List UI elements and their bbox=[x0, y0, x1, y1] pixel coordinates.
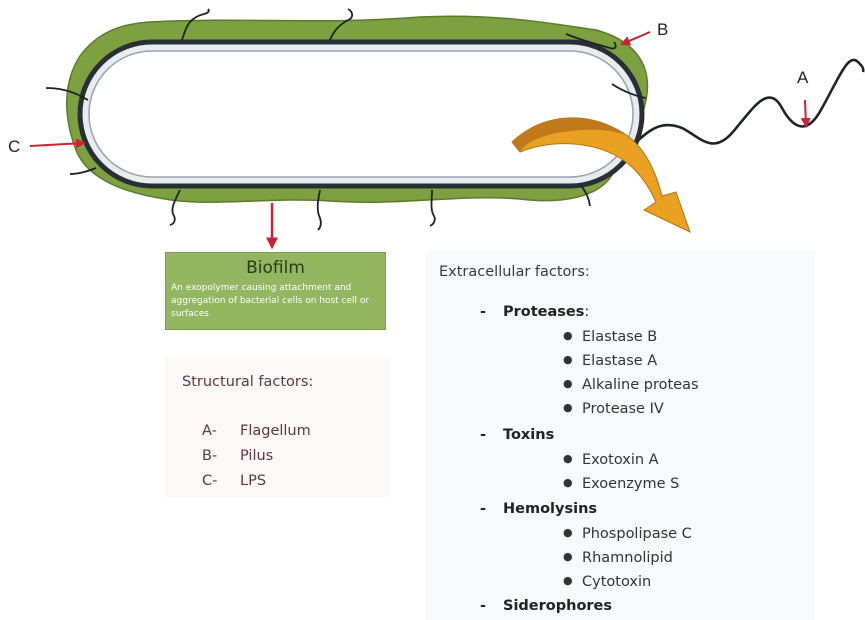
list-item: ●Cytotoxin bbox=[563, 574, 651, 590]
list-item: ●Alkaline proteas bbox=[563, 377, 699, 393]
group-name: Siderophores bbox=[503, 598, 612, 614]
list-item: ●Exotoxin A bbox=[563, 452, 659, 468]
biofilm-title: Biofilm bbox=[166, 258, 385, 278]
list-item-text: Exoenzyme S bbox=[582, 476, 679, 492]
group-hemolysins: -Hemolysins bbox=[480, 501, 597, 517]
group-dash: - bbox=[480, 427, 503, 443]
group-dash: - bbox=[480, 501, 503, 517]
group-name: Proteases bbox=[503, 304, 584, 320]
list-item: ●Phospolipase C bbox=[563, 526, 692, 542]
structural-item: B-Pilus bbox=[202, 448, 273, 464]
bullet-icon: ● bbox=[563, 452, 582, 465]
list-item-text: Alkaline proteas bbox=[582, 377, 699, 393]
bullet-icon: ● bbox=[563, 401, 582, 414]
bullet-icon: ● bbox=[563, 574, 582, 587]
arrow-b-pointer bbox=[622, 32, 650, 44]
bullet-icon: ● bbox=[563, 476, 582, 489]
group-dash: - bbox=[480, 598, 503, 614]
bullet-icon: ● bbox=[563, 550, 582, 563]
structural-item: A-Flagellum bbox=[202, 423, 311, 439]
structural-factors-panel: Structural factors: A-Flagellum B-Pilus … bbox=[165, 357, 390, 497]
group-name: Hemolysins bbox=[503, 501, 597, 517]
structural-item: C-LPS bbox=[202, 473, 266, 489]
list-item: ●Elastase A bbox=[563, 353, 657, 369]
arrow-a-pointer bbox=[805, 100, 806, 126]
extracellular-factors-title: Extracellular factors: bbox=[439, 264, 590, 280]
bullet-icon: ● bbox=[563, 353, 582, 366]
callout-c-label: C bbox=[8, 137, 20, 157]
structural-item-name: Pilus bbox=[240, 448, 273, 464]
list-item: ●Elastase B bbox=[563, 329, 657, 345]
list-item-text: Elastase A bbox=[582, 353, 657, 369]
list-item: ●Exoenzyme S bbox=[563, 476, 679, 492]
list-item: ●Rhamnolipid bbox=[563, 550, 673, 566]
callout-b-label: B bbox=[657, 20, 668, 40]
list-item-text: Protease IV bbox=[582, 401, 664, 417]
structural-item-letter: C- bbox=[202, 473, 240, 489]
extracellular-factors-panel: Extracellular factors: -Proteases: ●Elas… bbox=[425, 250, 815, 620]
group-toxins: -Toxins bbox=[480, 427, 554, 443]
bullet-icon: ● bbox=[563, 377, 582, 390]
group-suffix: : bbox=[584, 304, 589, 320]
group-name: Toxins bbox=[503, 427, 554, 443]
bullet-icon: ● bbox=[563, 329, 582, 342]
group-dash: - bbox=[480, 304, 503, 320]
structural-item-letter: B- bbox=[202, 448, 240, 464]
list-item-text: Elastase B bbox=[582, 329, 657, 345]
biofilm-description: An exopolymer causing attachment and agg… bbox=[171, 282, 382, 321]
list-item-text: Phospolipase C bbox=[582, 526, 692, 542]
bullet-icon: ● bbox=[563, 526, 582, 539]
structural-item-name: Flagellum bbox=[240, 423, 311, 439]
structural-item-name: LPS bbox=[240, 473, 266, 489]
flagellum bbox=[628, 60, 863, 150]
list-item-text: Exotoxin A bbox=[582, 452, 659, 468]
list-item-text: Cytotoxin bbox=[582, 574, 651, 590]
list-item: ●Protease IV bbox=[563, 401, 664, 417]
group-siderophores: -Siderophores bbox=[480, 598, 612, 614]
list-item-text: Rhamnolipid bbox=[582, 550, 673, 566]
structural-factors-title: Structural factors: bbox=[182, 374, 313, 390]
callout-a-label: A bbox=[797, 68, 808, 88]
group-proteases: -Proteases: bbox=[480, 304, 589, 320]
biofilm-box: Biofilm An exopolymer causing attachment… bbox=[165, 252, 386, 330]
structural-item-letter: A- bbox=[202, 423, 240, 439]
cell-interior bbox=[89, 51, 633, 177]
